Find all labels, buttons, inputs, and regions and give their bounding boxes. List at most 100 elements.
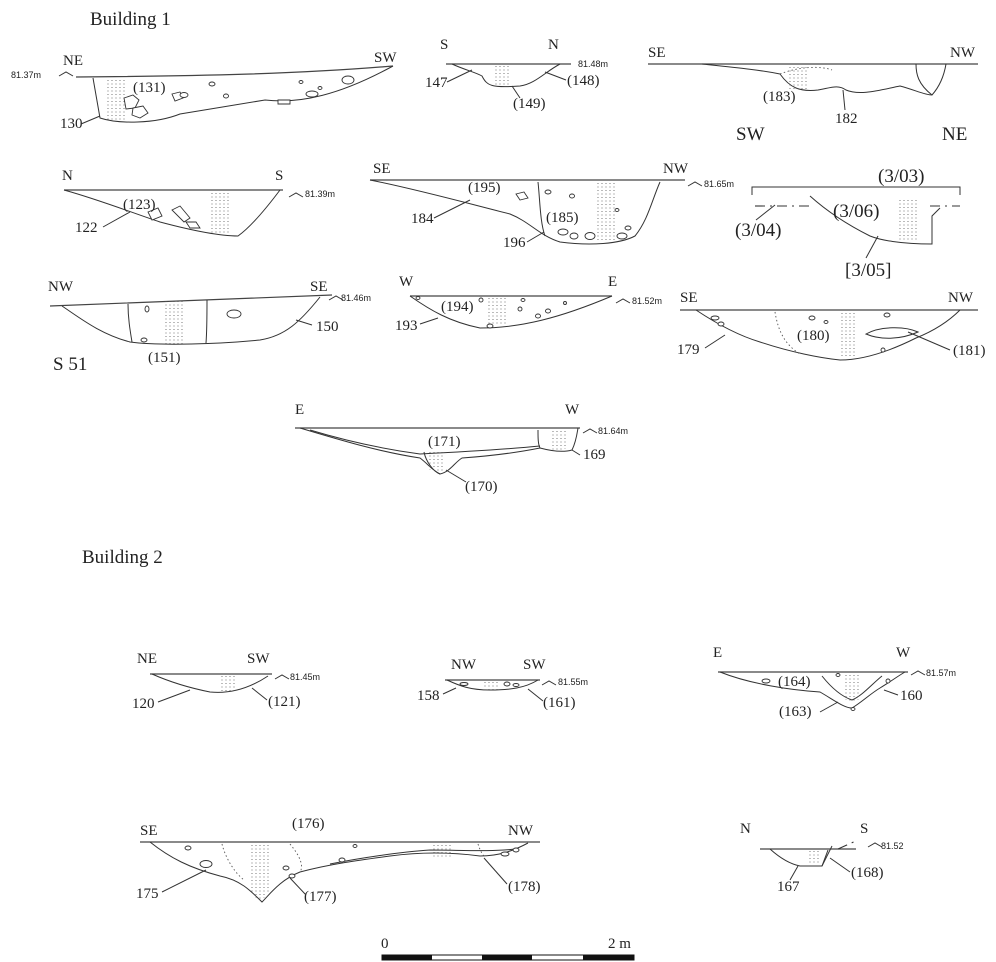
- b1p3-dir-right: NW: [950, 45, 976, 61]
- b1p10-label-171: (171): [428, 434, 461, 450]
- leader-line: [819, 701, 839, 713]
- b1p3-label-182: 182: [835, 111, 858, 127]
- hatch-area: [211, 193, 229, 235]
- boundary-line: [774, 311, 801, 355]
- b1p9-dir-left: SE: [680, 290, 698, 306]
- scale-start-label: 0: [381, 936, 389, 952]
- cut-line: [821, 675, 883, 701]
- b2p4-label-178: (178): [508, 879, 541, 895]
- inner-layer-line: [309, 429, 541, 455]
- stone-inclusions: [710, 312, 891, 353]
- orient-left: SW: [736, 124, 765, 145]
- stone-inclusions: [415, 296, 567, 329]
- b2p5-dir-right: S: [860, 821, 868, 837]
- scale-end-label: 2 m: [608, 936, 631, 952]
- leader-line: [295, 319, 313, 326]
- pit-outline: [701, 63, 947, 96]
- leader-line: [511, 85, 521, 99]
- hatch-area: [488, 298, 506, 326]
- boundary-line: [779, 66, 833, 75]
- b1p2-elevation: 81.48m: [578, 59, 608, 69]
- b1p4-elevation: 81.39m: [305, 189, 335, 199]
- hatch-area: [841, 313, 855, 358]
- b2p3-dir-left: E: [713, 645, 722, 661]
- elevation-marker-icon: [867, 842, 883, 848]
- b1p1-label-131: (131): [133, 80, 166, 96]
- b1p7-elevation: 81.46m: [341, 293, 371, 303]
- b2p5-elevation: 81.52: [881, 841, 904, 851]
- b1p5-dir-right: NW: [663, 161, 689, 177]
- stone-inclusions: [184, 844, 520, 879]
- b1p4-dir-right: S: [275, 168, 283, 184]
- pit-outline: [695, 309, 961, 361]
- b1p4-label-122: 122: [75, 220, 98, 236]
- elevation-marker-icon: [288, 192, 304, 198]
- b1-profile-nw-se: NW SE 81.46m 150 (151) S 51: [48, 279, 371, 375]
- b1p10-dir-left: E: [295, 402, 304, 418]
- leader-line: [883, 689, 899, 696]
- scale-bar-segment: [583, 955, 634, 960]
- leader-line: [102, 211, 131, 228]
- b1p2-label-147: 147: [425, 75, 448, 91]
- cut-line: [205, 299, 208, 344]
- b2p1-dir-left: NE: [137, 651, 157, 667]
- leader-line: [80, 115, 101, 125]
- hatch-area: [221, 676, 235, 693]
- b1-profile-w-e: W E 81.52m (194) 193: [395, 274, 662, 334]
- pit-outline: [719, 671, 906, 709]
- b2-profile-n-s: N S 81.52 167 (168): [740, 821, 904, 895]
- cut-line: [127, 303, 133, 343]
- elevation-marker-icon: [615, 298, 631, 304]
- pit-outline: [151, 673, 269, 693]
- leader-line: [433, 199, 471, 219]
- hatch-area: [429, 431, 566, 473]
- hatch-area: [845, 675, 859, 701]
- stone-inclusions: [459, 681, 520, 687]
- b1p7-dir-right: SE: [310, 279, 328, 295]
- b1p9-label-180: (180): [797, 328, 830, 344]
- b1p7-section-label: S 51: [53, 354, 87, 375]
- b2-profile-ne-sw: NE SW 81.45m 120 (121): [132, 651, 320, 712]
- hatch-area: [899, 200, 917, 242]
- b1p8-elevation: 81.52m: [632, 296, 662, 306]
- scale-bar-segment: [482, 955, 532, 960]
- b2p2-elevation: 81.55m: [558, 677, 588, 687]
- b1p9-label-181: (181): [953, 343, 986, 359]
- b2-profile-se-nw: SE NW (176) 175 (177): [136, 816, 541, 905]
- b1p1-label-130: 130: [60, 116, 83, 132]
- pit-outline: [149, 841, 529, 903]
- leader-line: [829, 857, 851, 873]
- b1p5-dir-left: SE: [373, 161, 391, 177]
- elevation-marker-icon: [58, 71, 74, 77]
- leader-line: [483, 857, 508, 885]
- pit-outline: [446, 679, 539, 691]
- b1-profile-e-w: E W 81.64m (171) 169 (170): [295, 402, 628, 495]
- b1p1-elevation: 81.37m: [11, 70, 41, 80]
- stone-inclusions: [515, 189, 632, 240]
- leader-line: [789, 865, 799, 881]
- b1p1-dir-right: SW: [374, 50, 397, 66]
- b1p5-elevation: 81.65m: [704, 179, 734, 189]
- b1p10-elevation: 81.64m: [598, 426, 628, 436]
- b1p9-label-179: 179: [677, 342, 700, 358]
- b2p1-label-120: 120: [132, 696, 155, 712]
- b1p3-label-183: (183): [763, 89, 796, 105]
- pit-outline: [299, 427, 579, 475]
- pit-outline: [63, 189, 281, 237]
- leader-line: [157, 689, 191, 703]
- b1-profile-3-03: (3/03) (3/06) (3/04) [3/05]: [735, 166, 961, 281]
- hatch-area: [484, 682, 498, 690]
- cut-line: [537, 181, 546, 237]
- pit-outline: [369, 179, 661, 245]
- b1p2-dir-left: S: [440, 37, 448, 53]
- b1-profile-s-n: S N 81.48m 147 (148) (149): [425, 37, 608, 112]
- lens-feature: [864, 327, 920, 339]
- b2p4-dir-left: SE: [140, 823, 158, 839]
- b2p4-label-176: (176): [292, 816, 325, 832]
- leader-line: [251, 687, 268, 701]
- leader-line: [289, 877, 307, 896]
- leader-line: [446, 69, 473, 83]
- b1p7-dir-left: NW: [48, 279, 74, 295]
- b1p7-label-151: (151): [148, 350, 181, 366]
